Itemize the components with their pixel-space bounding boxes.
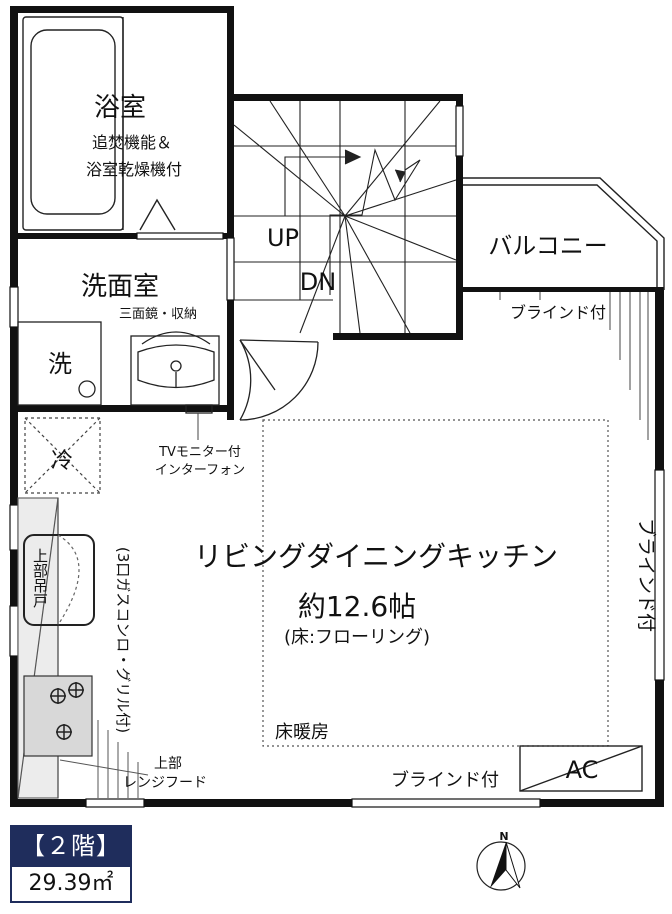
windows <box>9 105 665 808</box>
blind-right-label: ブラインド付 <box>635 518 658 632</box>
hood-label: レンジフード <box>123 775 207 791</box>
blind-top-label: ブラインド付 <box>510 303 606 322</box>
floor-info-box: 【２階】 29.39㎡ <box>10 825 132 905</box>
north-arrow-icon <box>476 841 526 891</box>
kitchen-counter <box>17 497 95 799</box>
stairs-up-label: UP <box>267 224 299 252</box>
fridge-label: 冷 <box>51 449 73 474</box>
upper-cabinet-label: 上部吊戸 <box>31 548 49 608</box>
ldk-label: リビングダイニングキッチン <box>194 540 558 573</box>
vanity <box>130 331 220 414</box>
hood-label-top: 上部 <box>154 756 182 772</box>
staircase <box>233 100 457 334</box>
mirror-storage-label: 三面鏡・収納 <box>119 307 197 322</box>
ldk-floor: (床:フローリング) <box>284 627 430 648</box>
tv-monitor-label: TVモニター付 <box>158 445 241 460</box>
air-conditioner <box>519 745 643 792</box>
bathroom-note-reheat: 追焚機能＆ <box>92 133 172 152</box>
washer-label: 洗 <box>48 350 72 378</box>
blind-bottom-label: ブラインド付 <box>391 769 499 791</box>
floor-heating-label: 床暖房 <box>275 722 329 743</box>
bathtub <box>22 16 176 231</box>
ldk-size: 約12.6帖 <box>298 590 416 623</box>
entry-door <box>239 339 319 421</box>
floor-area: 29.39㎡ <box>10 867 132 903</box>
bathroom-label: 浴室 <box>94 93 146 123</box>
intercom-label: インターフォン <box>155 463 245 478</box>
fridge-space <box>24 417 101 494</box>
floor-heating-area <box>262 419 609 747</box>
blind-hatch-top <box>499 292 649 440</box>
stairs-down-label: DN <box>300 268 336 296</box>
floor-title: 【２階】 <box>10 825 132 867</box>
bathroom-note-dryer: 浴室乾燥機付 <box>86 160 182 179</box>
ac-label: AC <box>566 756 599 784</box>
balcony-label: バルコニー <box>488 232 608 260</box>
walls <box>10 6 664 807</box>
stove-label: (3口ガスコンロ・グリル付) <box>114 547 132 733</box>
balcony <box>463 177 665 290</box>
range-hood-hatch <box>59 720 149 798</box>
washroom-label: 洗面室 <box>81 272 159 302</box>
gas-stove-burners <box>50 682 84 740</box>
north-label: N <box>499 830 508 843</box>
washer-space <box>17 321 102 406</box>
